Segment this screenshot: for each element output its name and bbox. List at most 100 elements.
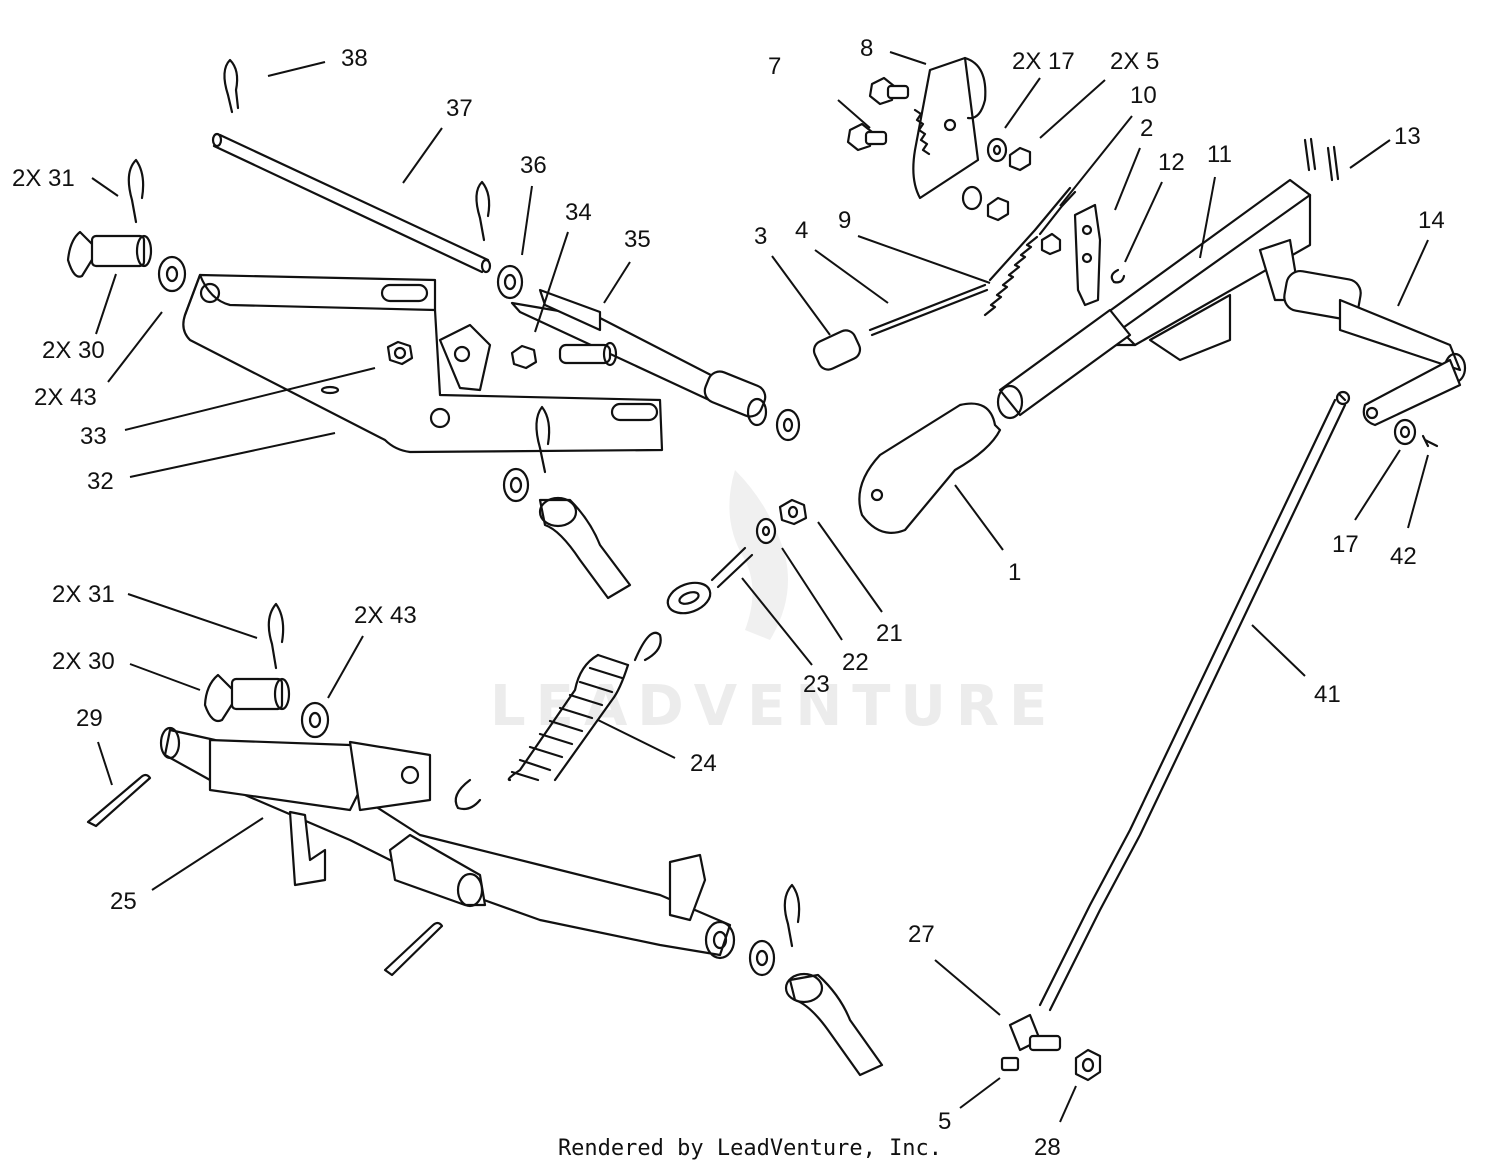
- callout-27: 27: [908, 921, 935, 948]
- e-clip-12: [1110, 268, 1126, 284]
- callout-3: 3: [754, 223, 767, 250]
- leader-lines: [91, 51, 1429, 1123]
- callout-42: 42: [1390, 543, 1417, 570]
- pin-34: [558, 341, 618, 367]
- callout-21: 21: [876, 620, 903, 647]
- spring-9: [983, 235, 1039, 317]
- callout-38: 38: [341, 45, 368, 72]
- frame-tube-11: [1098, 178, 1312, 362]
- callout-5: 5: [938, 1108, 951, 1135]
- hairpin-clip-rod: [475, 180, 491, 242]
- callout-2x30-lower: 2X 30: [52, 648, 115, 675]
- cross-shaft-14: [1283, 269, 1467, 427]
- hairpin-clip-31-lower: [267, 602, 285, 670]
- callout-2x31-lower: 2X 31: [52, 581, 115, 608]
- nut-5-upper: [1008, 146, 1032, 172]
- rod-10: [988, 186, 1077, 282]
- washer-17-lower: [961, 185, 983, 211]
- plug-3: [812, 329, 862, 371]
- clevis-pin-30-upper: [66, 230, 153, 278]
- callout-37: 37: [446, 95, 473, 122]
- bracket-plate: [438, 323, 492, 392]
- callout-2x5: 2X 5: [1110, 48, 1159, 75]
- callout-23: 23: [803, 671, 830, 698]
- callout-11: 11: [1207, 141, 1232, 168]
- callout-13: 13: [1394, 123, 1421, 150]
- nut-34: [510, 344, 538, 370]
- washer-22: [755, 517, 777, 545]
- callout-2: 2: [1140, 115, 1153, 142]
- nut-10: [1040, 232, 1062, 256]
- callout-2x30-upper: 2X 30: [42, 337, 105, 364]
- hairpin-clip-31-upper: [127, 158, 145, 224]
- clevis-pin-30-lower: [203, 673, 291, 723]
- callout-labels: 38 37 2X 31 36 34 35 2X 30 2X 43 33 32 7…: [12, 35, 1445, 1161]
- link-arm-35: [510, 288, 768, 427]
- callout-22: 22: [842, 649, 869, 676]
- callout-36: 36: [520, 152, 547, 179]
- callout-35: 35: [624, 226, 651, 253]
- nut-5-lower-rod: [1000, 1056, 1020, 1072]
- spring-24: [454, 631, 662, 811]
- grip-1: [858, 402, 1002, 534]
- callout-7: 7: [768, 53, 781, 80]
- bolt-8: [868, 76, 910, 106]
- callout-2x43-upper: 2X 43: [34, 384, 97, 411]
- pin-4: [868, 283, 989, 337]
- callout-2x17: 2X 17: [1012, 48, 1075, 75]
- callout-28: 28: [1034, 1134, 1061, 1161]
- callout-24: 24: [690, 750, 717, 777]
- clevis-pin-shaft: [784, 972, 884, 1077]
- bolt-7: [846, 122, 888, 152]
- bracket-2: [1073, 203, 1102, 307]
- nut-5-lower: [986, 196, 1010, 222]
- pedal-shaft-25: [159, 726, 736, 960]
- rod-41: [1038, 390, 1351, 1012]
- handle-tube: [996, 308, 1132, 420]
- callout-32: 32: [87, 468, 114, 495]
- nut-21: [778, 498, 808, 526]
- nut-33: [386, 340, 414, 366]
- washer-17-right: [1393, 418, 1417, 446]
- cotter-pin-29: [86, 773, 152, 828]
- washer-43-upper: [157, 255, 187, 293]
- callout-4: 4: [795, 217, 808, 244]
- roll-pin-13a: [1303, 137, 1317, 172]
- hairpin-clip-38: [223, 58, 240, 114]
- callout-12: 12: [1158, 149, 1185, 176]
- washer-17-upper: [986, 137, 1008, 163]
- washer-shaft: [748, 939, 776, 977]
- washer-arm-right: [775, 408, 801, 442]
- nut-28: [1074, 1048, 1102, 1082]
- clevis-pin-bracket-lower: [538, 496, 632, 600]
- callout-25: 25: [110, 888, 137, 915]
- pin-42: [1421, 434, 1439, 448]
- watermark-text: LEADVENTURE: [490, 674, 1057, 739]
- washer-bracket-lower: [502, 467, 530, 503]
- callout-9: 9: [838, 207, 851, 234]
- hairpin-clip-bracket: [535, 405, 551, 474]
- callout-14: 14: [1418, 207, 1445, 234]
- washer-43-lower: [300, 701, 330, 739]
- roll-pin-13b: [1326, 145, 1340, 182]
- cotter-pin-lower: [383, 921, 444, 977]
- render-credit: Rendered by LeadVenture, Inc.: [557, 1136, 943, 1161]
- eyebolt-23: [666, 546, 754, 615]
- hairpin-clip-shaft: [783, 883, 801, 948]
- callout-1: 1: [1008, 559, 1021, 586]
- callout-8: 8: [860, 35, 873, 62]
- washer-36: [496, 264, 524, 300]
- watermark: LEADVENTURE: [490, 470, 1057, 739]
- callout-41: 41: [1314, 681, 1341, 708]
- callout-2x43-lower: 2X 43: [354, 602, 417, 629]
- callout-33: 33: [80, 423, 107, 450]
- callout-10: 10: [1130, 82, 1157, 109]
- callout-34: 34: [565, 199, 592, 226]
- sector-plate-8: [912, 56, 987, 200]
- callout-17: 17: [1332, 531, 1359, 558]
- rod-37: [211, 132, 492, 274]
- callout-29: 29: [76, 705, 103, 732]
- ferrule-27: [1008, 1013, 1062, 1052]
- callout-2x31-upper: 2X 31: [12, 165, 75, 192]
